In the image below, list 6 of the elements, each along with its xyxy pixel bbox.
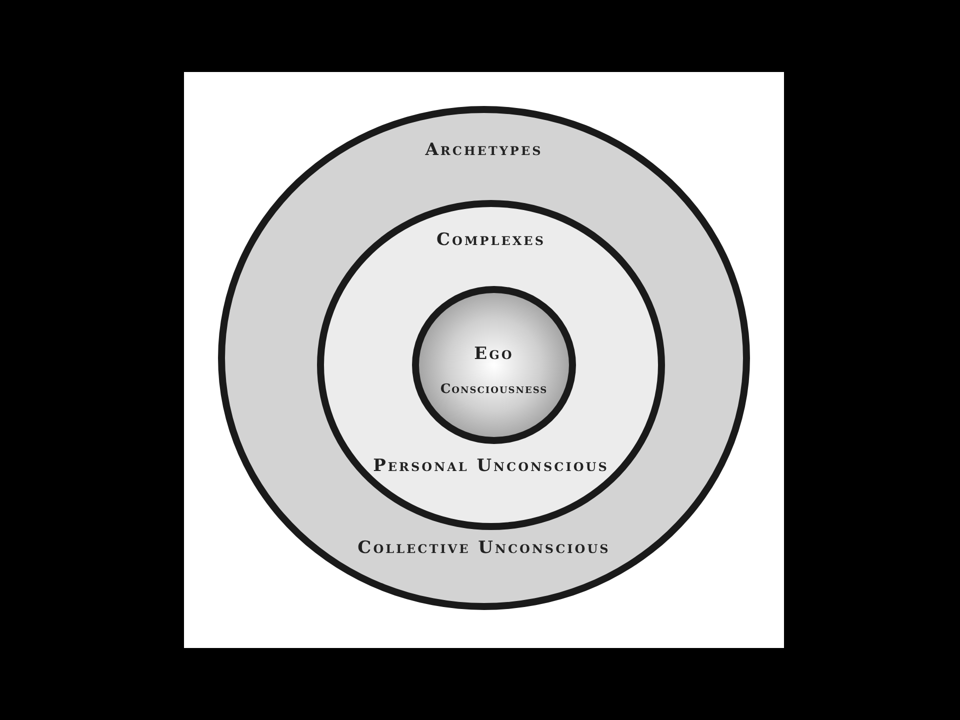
ring-label: Complexes: [436, 231, 546, 250]
ring-label: Ego: [474, 345, 514, 364]
ring-label: Consciousness: [440, 383, 548, 398]
ring-label: Personal Unconscious: [373, 457, 609, 476]
ring-label: Archetypes: [425, 141, 543, 160]
ring-label: Collective Unconscious: [358, 539, 610, 558]
